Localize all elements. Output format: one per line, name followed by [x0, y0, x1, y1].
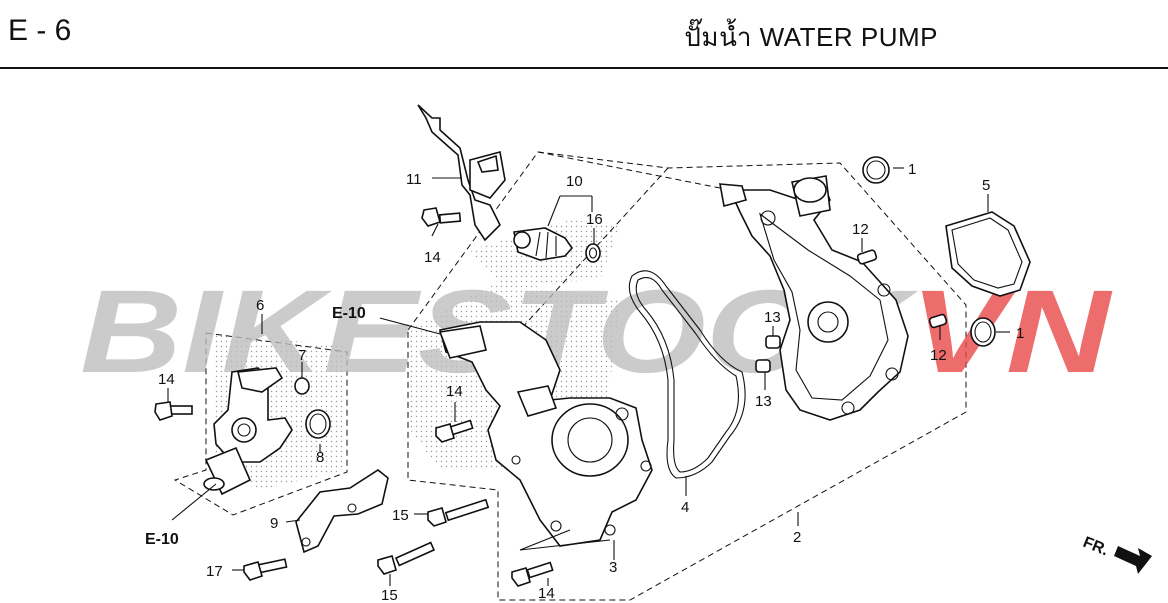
callout-10: 10 [566, 173, 583, 190]
page-header: E - 6 ปั๊มน้ำ WATER PUMP [0, 0, 1168, 70]
pump-cover-part-3 [438, 321, 653, 547]
lower-bolts [243, 419, 554, 587]
callout-13a: 13 [764, 309, 781, 326]
ref-e10-top: E-10 [332, 305, 366, 322]
callout-7: 7 [298, 347, 306, 364]
leader-lines [167, 167, 1010, 586]
pump-body-part-2 [719, 175, 909, 421]
callout-labels: 11 10 16 14 6 7 8 14 14 1 5 12 1 12 13 1… [145, 161, 1024, 603]
group-outlines [173, 151, 967, 601]
callout-14b: 14 [158, 371, 175, 388]
callout-4: 4 [681, 499, 689, 516]
callout-1a: 1 [908, 161, 916, 178]
o-ring-part-7 [294, 377, 310, 395]
callout-16: 16 [586, 211, 603, 228]
thermostat-housing-part-6 [203, 367, 331, 496]
front-arrow-icon [1114, 546, 1152, 574]
page-code: E - 6 [8, 14, 72, 47]
bolt-part-14-left [154, 401, 193, 421]
callout-17: 17 [206, 563, 223, 580]
callout-8: 8 [316, 449, 324, 466]
callout-14d: 14 [538, 585, 555, 602]
dowel-pins [755, 249, 948, 373]
washer-part-16 [585, 243, 601, 263]
seal-part-5 [945, 211, 1031, 297]
callout-11: 11 [406, 171, 422, 188]
ref-e10-bottom: E-10 [145, 531, 179, 548]
sensor-part-10 [513, 227, 601, 263]
callout-15b: 15 [381, 587, 398, 603]
header-divider [0, 67, 1168, 69]
page-title: ปั๊มน้ำ WATER PUMP [684, 22, 938, 52]
bracket-part-11 [417, 104, 506, 242]
front-arrow-label: FR. [1081, 534, 1111, 559]
callout-14a: 14 [424, 249, 441, 266]
bracket-part-9 [295, 469, 389, 554]
bolt-part-14 [421, 207, 462, 227]
callout-12a: 12 [852, 221, 869, 238]
gasket-part-4 [628, 270, 746, 479]
callout-15a: 15 [392, 507, 409, 524]
callout-6: 6 [256, 297, 264, 314]
o-rings-part-1 [862, 156, 996, 347]
callout-12b: 12 [930, 347, 947, 364]
front-arrow: FR. [1081, 534, 1152, 574]
callout-5: 5 [982, 177, 990, 194]
callout-3: 3 [609, 559, 617, 576]
callout-2: 2 [793, 529, 801, 546]
callout-13b: 13 [755, 393, 772, 410]
callout-14c: 14 [446, 383, 463, 400]
callout-1b: 1 [1016, 325, 1024, 342]
callout-9: 9 [270, 515, 278, 532]
